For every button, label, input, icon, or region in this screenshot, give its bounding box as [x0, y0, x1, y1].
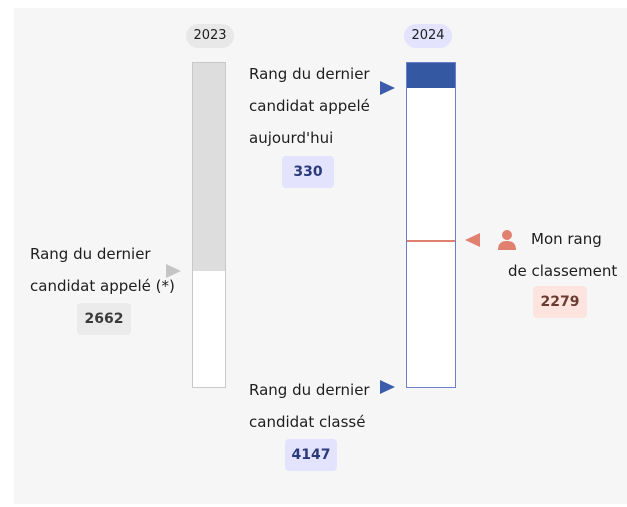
my-rank-marker-line — [407, 240, 455, 242]
today-label-line2: candidat appelé — [249, 97, 370, 115]
last-label-line2: candidat classé — [249, 413, 366, 431]
pointer-today-icon — [380, 81, 395, 95]
user-icon — [498, 230, 516, 250]
year-badge-current: 2024 — [404, 24, 452, 48]
previous-label-line2: candidat appelé (*) — [30, 277, 175, 295]
pointer-previous-icon — [166, 264, 181, 278]
my-rank-badge: 2279 — [533, 286, 587, 318]
today-label-line1: Rang du dernier — [249, 65, 370, 83]
pointer-last-icon — [380, 380, 395, 394]
year-badge-previous: 2023 — [186, 24, 234, 48]
previous-year-called-fill — [193, 63, 225, 271]
last-label-line1: Rang du dernier — [249, 381, 370, 399]
previous-label-line1: Rang du dernier — [30, 245, 151, 263]
last-rank-badge: 4147 — [285, 439, 337, 471]
today-rank-badge: 330 — [282, 156, 334, 188]
current-year-called-fill — [407, 63, 455, 88]
my-rank-label-line2: de classement — [508, 262, 618, 280]
pointer-my-rank-icon — [465, 233, 480, 247]
ranking-panel — [14, 8, 627, 504]
progress-bar-previous-year — [192, 62, 226, 388]
previous-rank-badge: 2662 — [77, 303, 131, 335]
today-label-line3: aujourd'hui — [249, 129, 334, 147]
progress-bar-current-year — [406, 62, 456, 388]
my-rank-label-line1: Mon rang — [531, 230, 602, 248]
